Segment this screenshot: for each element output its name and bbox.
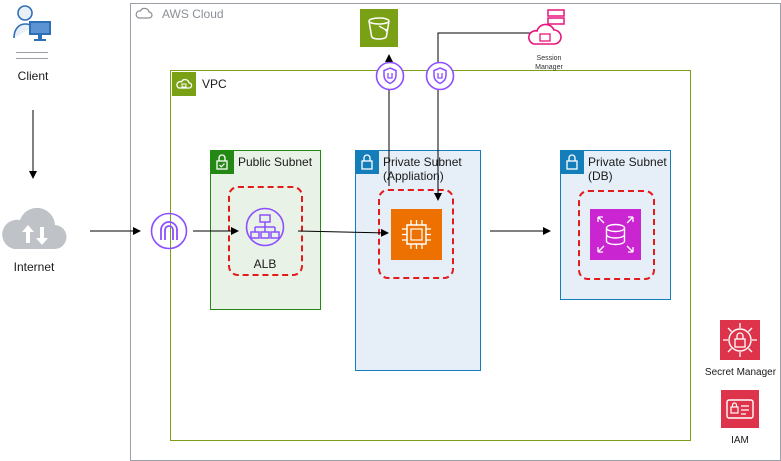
alb-to-ec2-arrow	[297, 228, 389, 237]
rds-highlight	[578, 190, 655, 280]
lock-icon	[210, 150, 234, 174]
internet-label: Internet	[13, 260, 55, 274]
private-subnet-application-label: Private Subnet (Appliation)	[383, 155, 462, 183]
private-subnet-application-group	[355, 150, 481, 371]
iam-icon	[721, 390, 759, 428]
vpc-endpoint-icon	[425, 61, 455, 91]
internet-cloud-icon	[0, 205, 68, 253]
vpc-endpoint-icon	[375, 61, 405, 91]
ec2-icon	[391, 209, 442, 260]
lock-icon	[560, 150, 584, 174]
aws-cloud-label: AWS Cloud	[162, 7, 224, 21]
private-subnet-application-line1: Private Subnet	[383, 155, 462, 169]
session-manager-to-ec2-arrow	[434, 32, 530, 201]
client-divider	[16, 58, 48, 59]
client-divider	[16, 52, 48, 53]
session-manager-icon	[528, 8, 568, 48]
cloud-outline-icon	[135, 6, 153, 20]
vpc-icon	[172, 72, 196, 96]
ec2-highlight	[378, 189, 454, 279]
vpc-label: VPC	[202, 77, 227, 91]
session-manager-label: Session Manager	[518, 54, 580, 72]
alb-label: ALB	[253, 257, 277, 271]
secret-manager-label: Secret Manager	[704, 367, 777, 378]
public-subnet-label: Public Subnet	[238, 155, 313, 169]
private-subnet-db-line1: Private Subnet	[588, 155, 667, 169]
session-manager-line2: Manager	[535, 64, 563, 71]
private-subnet-application-line2: (Appliation)	[383, 169, 444, 183]
private-subnet-db-label: Private Subnet (DB)	[588, 155, 667, 183]
lock-icon	[355, 150, 379, 174]
session-manager-line1: Session	[536, 55, 562, 62]
internet-gateway-icon	[150, 212, 188, 250]
client-label: Client	[17, 69, 49, 83]
alb-icon	[245, 207, 285, 247]
client-user-icon	[12, 2, 54, 44]
s3-bucket-icon	[360, 9, 398, 47]
private-subnet-db-line2: (DB)	[588, 169, 613, 183]
iam-label: IAM	[731, 435, 749, 446]
rds-icon	[590, 209, 641, 260]
secrets-manager-icon	[720, 320, 760, 360]
